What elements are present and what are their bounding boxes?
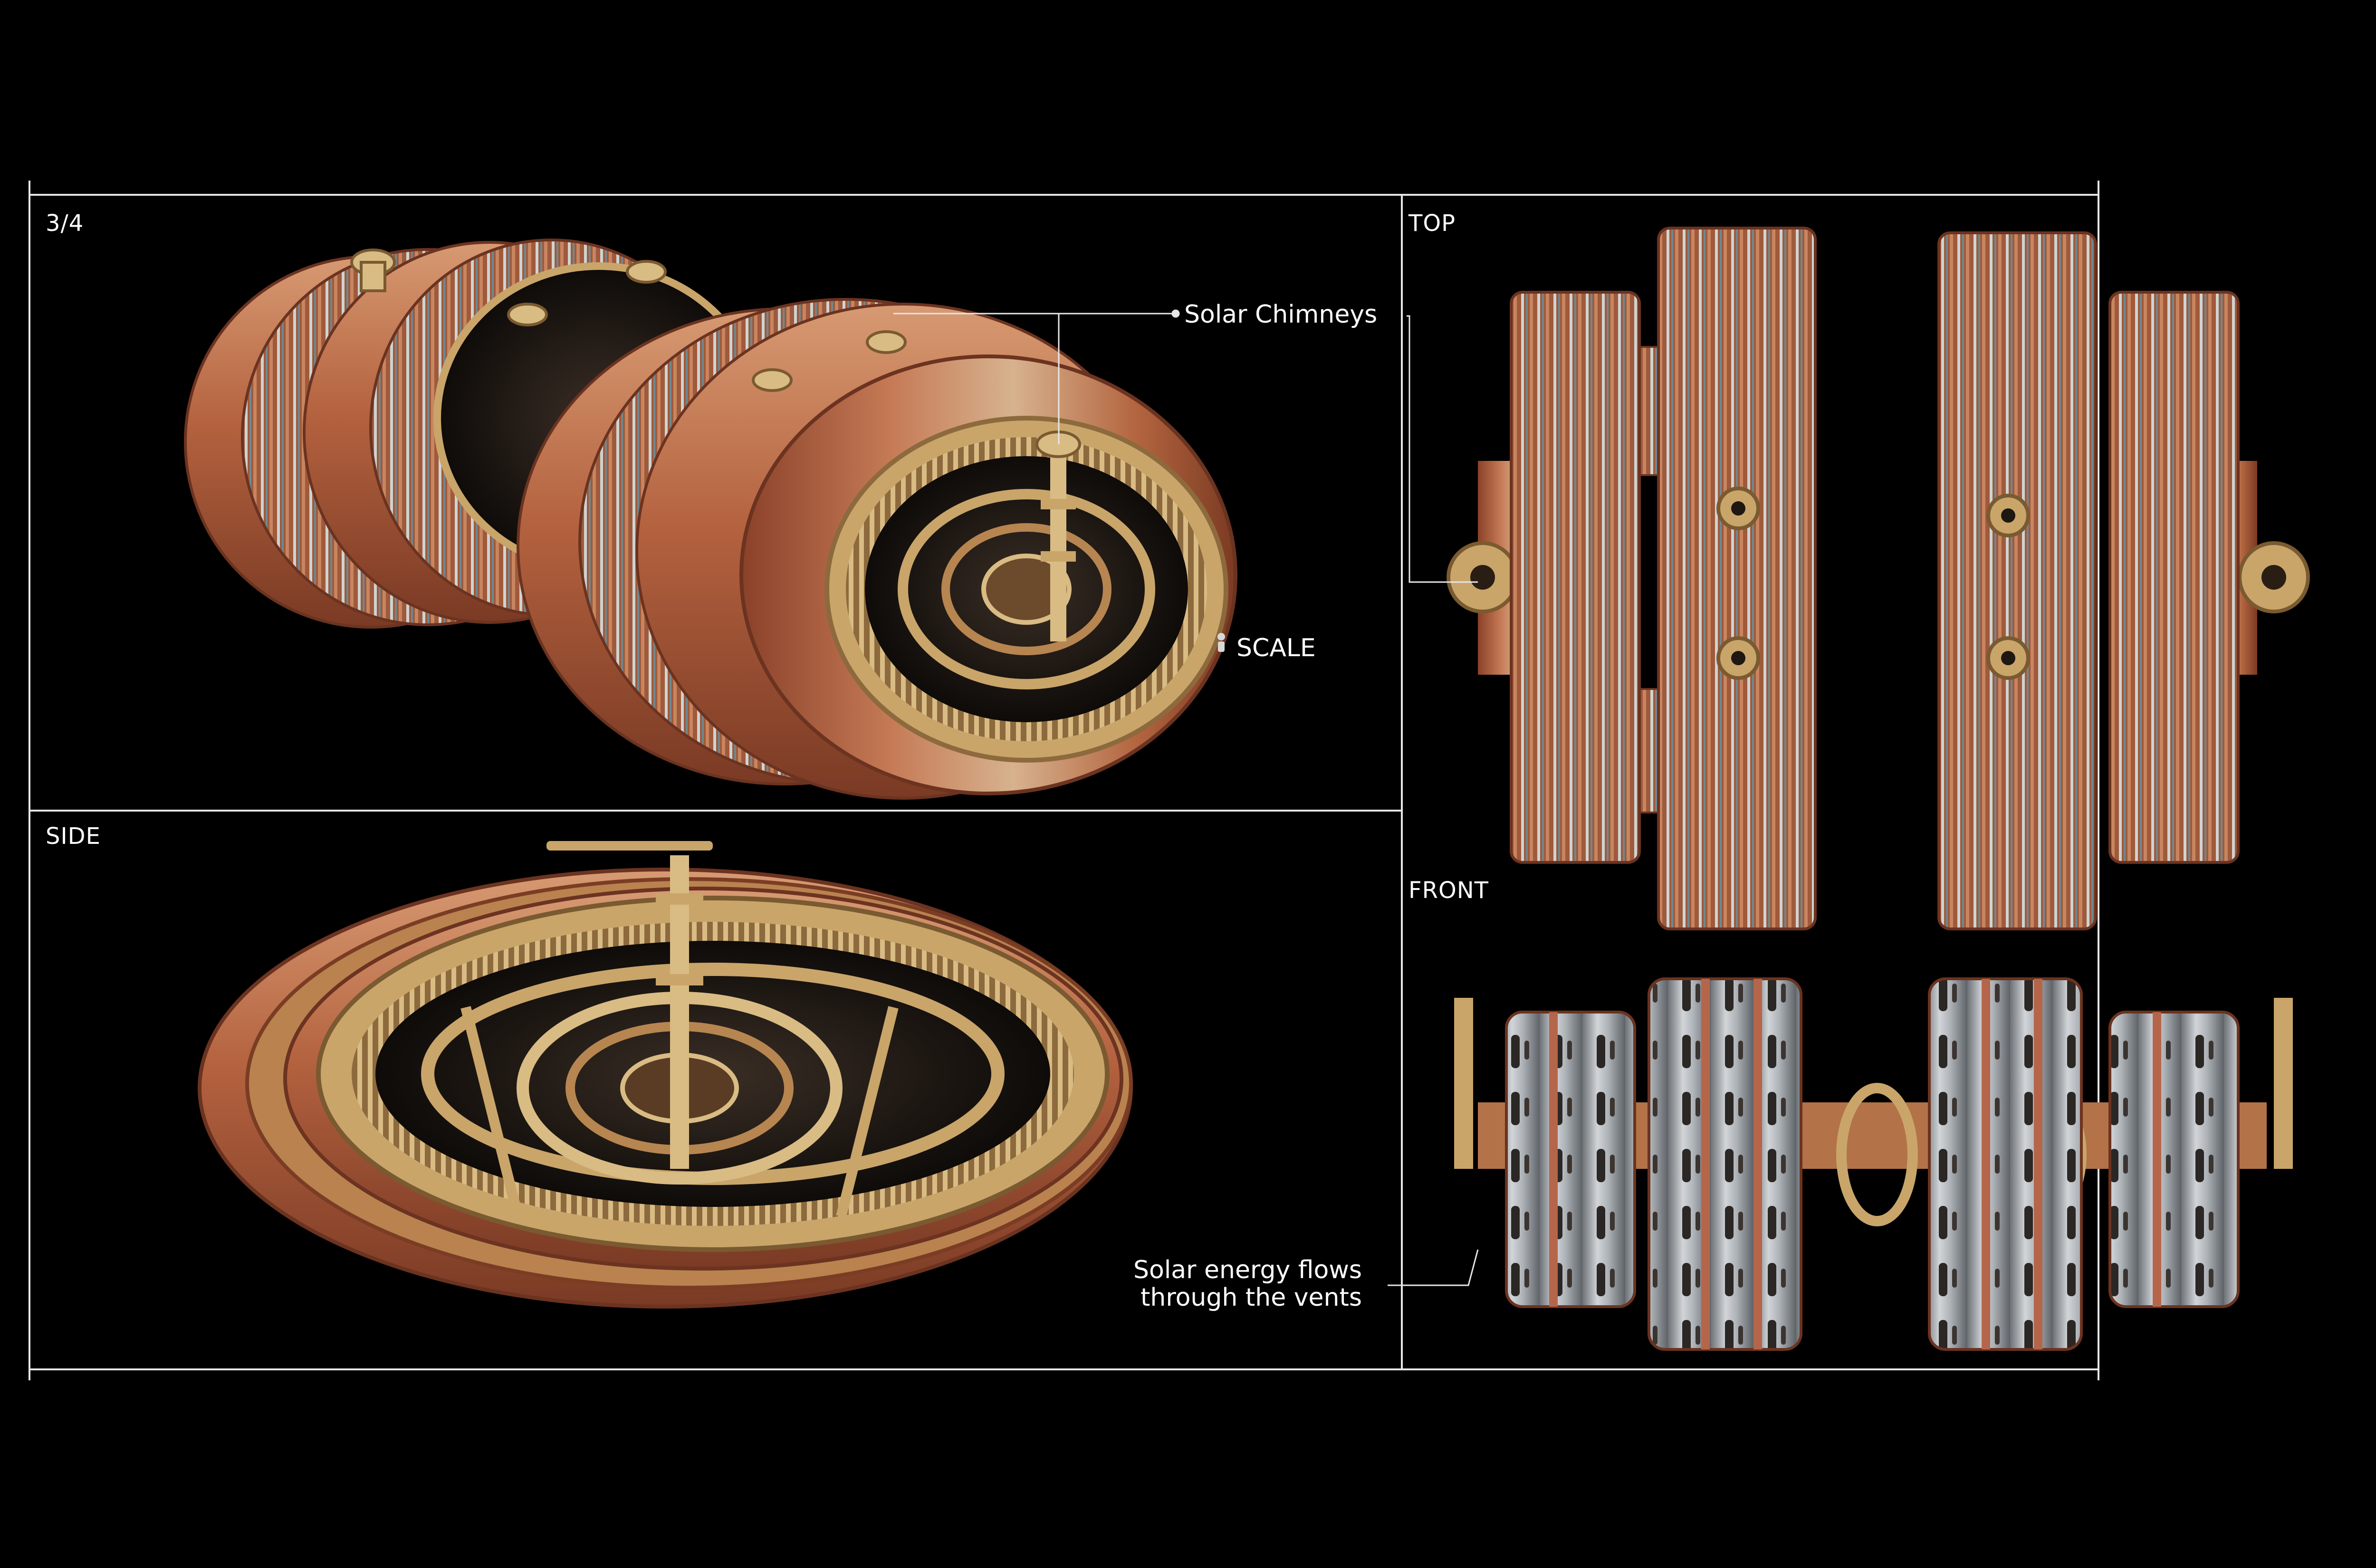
ring-stack-front	[517, 298, 1237, 800]
view-label-side: SIDE	[46, 823, 101, 850]
energy-flow-line-2: through the vents	[1140, 1283, 1362, 1312]
solar-chimney-marks	[350, 249, 1081, 458]
scale-label: SCALE	[1236, 634, 1316, 662]
energy-flow-line-1: Solar energy flows	[1133, 1256, 1362, 1284]
solar-chimneys-leader	[893, 309, 1180, 444]
three-quarter-view	[184, 239, 1237, 800]
energy-flow-note: Solar energy flows through the vents	[1133, 1256, 1362, 1312]
top-chimney-leader	[1407, 315, 1478, 583]
view-label-top: TOP	[1408, 210, 1456, 237]
view-label-front: FRONT	[1408, 877, 1489, 904]
view-frame	[29, 181, 2099, 1380]
energy-leader	[1388, 1249, 1479, 1286]
view-label-three-quarter: 3/4	[46, 210, 84, 237]
top-view	[1407, 227, 2310, 930]
front-view	[1388, 977, 2293, 1351]
side-view	[198, 841, 1133, 1309]
scale-figure	[1217, 633, 1225, 652]
solar-chimneys-label: Solar Chimneys	[1184, 300, 1378, 329]
